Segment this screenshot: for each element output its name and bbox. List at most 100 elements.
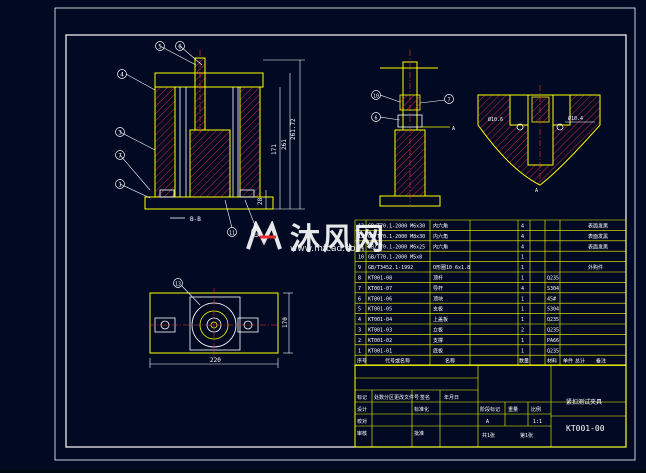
- bom-row-name: 上盖板: [433, 316, 448, 323]
- bom-row-material: Q235: [547, 317, 559, 323]
- svg-text:校对: 校对: [357, 418, 367, 425]
- bom-row-code: GB/T70.1-2000 M5x8: [368, 255, 422, 261]
- svg-text:12: 12: [253, 231, 259, 237]
- dim-width-bottom: 220: [210, 357, 221, 364]
- bom-row-code: GB/T3452.1-1992: [368, 265, 413, 271]
- bom-row-code: KT001-04: [368, 317, 392, 323]
- mf-logo-icon: [246, 221, 282, 250]
- bom-row-no: 1: [358, 348, 361, 354]
- bottom-view: 13 220 170: [149, 278, 293, 368]
- title-block: 标记 处数 分区 更改文件号 签名 年月日 设计 校对 审核 标准化 批准 阶段…: [354, 364, 627, 448]
- bom-row-code: KT001-05: [368, 307, 392, 313]
- front-view: 261.72 261 171 28 B-B: [119, 45, 305, 229]
- bom-row-name: 内六角: [433, 243, 448, 250]
- bom-row-no: 10: [358, 255, 364, 261]
- svg-text:批准: 批准: [414, 430, 424, 437]
- svg-text:7: 7: [118, 153, 122, 160]
- bom-header-qty: 数量: [519, 358, 529, 365]
- bom-row-no: 2: [358, 338, 361, 344]
- svg-text:4: 4: [120, 72, 124, 79]
- svg-text:Ø10.4: Ø10.4: [568, 115, 583, 122]
- bom-row-material: PA66: [547, 338, 559, 344]
- bom-header-material: 材料: [547, 358, 557, 365]
- bom-row-code: KT001-07: [368, 286, 392, 292]
- bom-row-qty: 4: [521, 286, 524, 292]
- center-block: [189, 129, 231, 198]
- svg-text:13: 13: [175, 282, 181, 288]
- svg-text:11: 11: [229, 231, 235, 237]
- svg-text:阶段标记: 阶段标记: [480, 406, 500, 413]
- balloons-front: 5 6 4 3 7 1 11 12: [115, 41, 261, 237]
- bom-row-qty: 1: [521, 265, 524, 271]
- bom-header-total: 总计: [575, 358, 585, 365]
- bom-row-qty: 4: [521, 224, 524, 230]
- bom-row-qty: 1: [521, 296, 524, 302]
- bom-row-qty: 4: [521, 244, 524, 250]
- bom-row-qty: 1: [521, 348, 524, 354]
- bom-row-material: Q235: [547, 348, 559, 354]
- svg-text:6: 6: [178, 44, 182, 51]
- svg-text:设计: 设计: [357, 406, 367, 413]
- bom-row-material: 45#: [547, 296, 556, 302]
- svg-text:A: A: [452, 126, 455, 132]
- right-column: [239, 86, 261, 198]
- bom-header-unit: 单件: [563, 358, 573, 365]
- left-column: [154, 86, 176, 198]
- bom-row-no: 4: [358, 317, 361, 323]
- bom-row-material: Q235: [547, 276, 559, 282]
- bom-row-material: Q235: [547, 328, 559, 334]
- bom-row-qty: 1: [521, 338, 524, 344]
- bom-row-name: O形圈10 6x1.8: [433, 264, 470, 271]
- base-plate: [144, 196, 274, 210]
- detail-view: Ø10.4 Ø10.6 A: [477, 85, 601, 194]
- bom-row-note: 表面发黑: [588, 223, 608, 230]
- bom-row-no: 7: [358, 286, 361, 292]
- svg-text:5: 5: [158, 44, 162, 51]
- bom-row-code: GB/T70.1-2000 M8x30: [368, 234, 425, 240]
- bom-row-name: 顶块: [433, 295, 443, 302]
- bom-row-no: 13: [358, 224, 364, 230]
- bom-row-name: 内六角: [433, 233, 448, 240]
- side-view: A 10 7 6: [371, 50, 455, 207]
- dim-height-total: 261: [281, 139, 288, 150]
- svg-text:Ø10.6: Ø10.6: [488, 116, 503, 123]
- bom-row-no: 11: [358, 244, 364, 250]
- bom-row-code: GB/T70.1-2000 M6x30: [368, 224, 425, 230]
- svg-text:标记: 标记: [357, 394, 367, 401]
- drawing-number: KT001-00: [566, 424, 605, 433]
- bom-row-qty: 2: [521, 328, 524, 334]
- watermark: 沐风网: [246, 214, 386, 258]
- bom-row-material: S304: [547, 286, 559, 292]
- bom-row-no: 6: [358, 296, 361, 302]
- bom-row-code: KT001-03: [368, 328, 392, 334]
- bom-row-no: 3: [358, 328, 361, 334]
- bom-row-qty: 1: [521, 307, 524, 313]
- watermark-url: www.mfcad.com: [290, 244, 365, 254]
- svg-text:10: 10: [373, 94, 379, 100]
- svg-text:A: A: [535, 188, 538, 194]
- bom-row-name: 支板: [433, 306, 443, 313]
- svg-text:审核: 审核: [357, 430, 367, 437]
- svg-text:重量: 重量: [508, 406, 518, 413]
- svg-text:比例: 比例: [531, 406, 541, 413]
- bom-row-code: KT001-06: [368, 296, 392, 302]
- svg-text:更改文件号: 更改文件号: [394, 394, 419, 401]
- bom-row-no: 5: [358, 307, 361, 313]
- dim-height-2: 261.72: [290, 118, 297, 140]
- bom-row-code: KT001-01: [368, 348, 392, 354]
- svg-text:标准化: 标准化: [414, 406, 429, 413]
- svg-text:1:1: 1:1: [533, 419, 542, 425]
- dim-height-bottom: 170: [282, 317, 289, 328]
- bom-row-name: 导杆: [433, 285, 443, 292]
- bom-row-name: 支撑: [433, 337, 443, 344]
- svg-text:3: 3: [118, 130, 122, 137]
- bom-row-qty: 4: [521, 234, 524, 240]
- bom-header-note: 备注: [596, 358, 606, 365]
- bom-row-note: 外购件: [588, 264, 603, 271]
- bom-row-note: 表面发黑: [588, 233, 608, 240]
- svg-text:分区: 分区: [384, 394, 394, 401]
- bom-row-note: 表面发黑: [588, 243, 608, 250]
